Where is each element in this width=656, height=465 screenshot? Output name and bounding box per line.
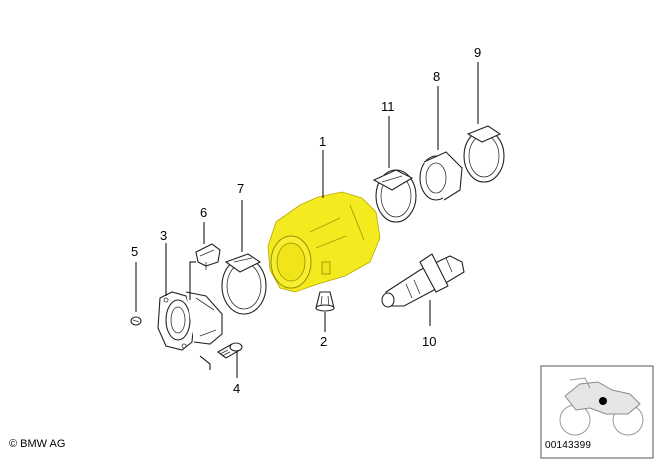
motorcycle-thumbnail[interactable]	[540, 365, 654, 459]
part-10-injector[interactable]	[381, 253, 465, 308]
copyright-notice: © BMW AG	[9, 438, 66, 450]
leader-line-3	[165, 243, 211, 370]
callout-3[interactable]: 3	[160, 228, 167, 243]
callout-8[interactable]: 8	[433, 69, 440, 84]
location-marker-icon	[599, 397, 607, 405]
callout-2[interactable]: 2	[320, 334, 327, 349]
callout-1[interactable]: 1	[319, 134, 326, 149]
part-3-intake-flange[interactable]	[157, 291, 223, 351]
callout-7[interactable]: 7	[237, 181, 244, 196]
part-7-hose-clamp[interactable]	[221, 253, 267, 315]
callout-4[interactable]: 4	[233, 381, 240, 396]
callout-9[interactable]: 9	[474, 45, 481, 60]
callout-11[interactable]: 11	[381, 99, 395, 114]
part-9-hose-clamp[interactable]	[463, 125, 505, 183]
part-2-cap[interactable]	[315, 291, 335, 312]
part-1-intake-connector-highlighted[interactable]	[267, 191, 381, 293]
callout-5[interactable]: 5	[131, 244, 138, 259]
callout-6[interactable]: 6	[200, 205, 207, 220]
part-6-bracket[interactable]	[195, 243, 221, 270]
part-4-bolt[interactable]	[217, 342, 243, 359]
part-11-hose-clamp[interactable]	[372, 169, 417, 223]
part-8-sleeve[interactable]	[419, 151, 463, 201]
part-5-screw[interactable]	[130, 316, 142, 326]
callout-10[interactable]: 10	[422, 334, 436, 349]
diagram-reference-id: 00143399	[545, 440, 592, 451]
